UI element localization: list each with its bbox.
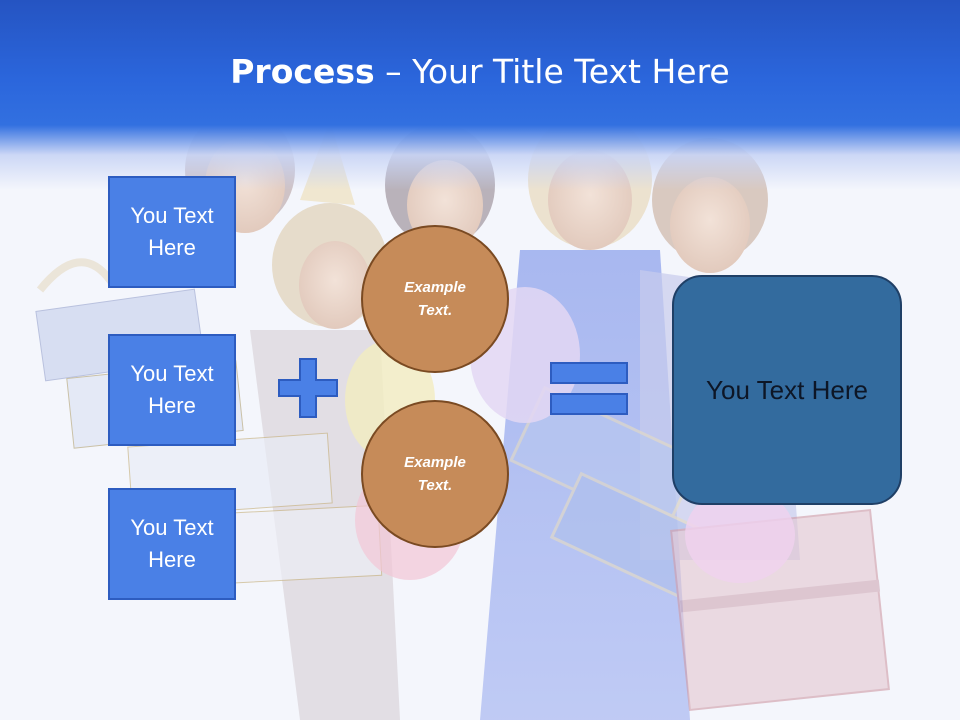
equals-icon [550, 362, 628, 415]
input-box-1-label: You Text Here [130, 203, 214, 260]
title-bold: Process [230, 52, 375, 91]
slide-title: Process – Your Title Text Here [0, 52, 960, 91]
plus-icon [278, 358, 338, 418]
example-circle-1-label: Example Text. [404, 279, 466, 319]
title-banner [0, 0, 960, 190]
input-box-2-label: You Text Here [130, 361, 214, 418]
title-rest: – Your Title Text Here [374, 52, 730, 91]
input-box-3-label: You Text Here [130, 515, 214, 572]
example-circle-2-label: Example Text. [404, 454, 466, 494]
result-box[interactable]: You Text Here [672, 275, 902, 505]
input-box-2[interactable]: You Text Here [108, 334, 236, 446]
example-circle-2[interactable]: Example Text. [361, 400, 509, 548]
input-box-3[interactable]: You Text Here [108, 488, 236, 600]
input-box-1[interactable]: You Text Here [108, 176, 236, 288]
result-box-label: You Text Here [706, 374, 868, 405]
example-circle-1[interactable]: Example Text. [361, 225, 509, 373]
